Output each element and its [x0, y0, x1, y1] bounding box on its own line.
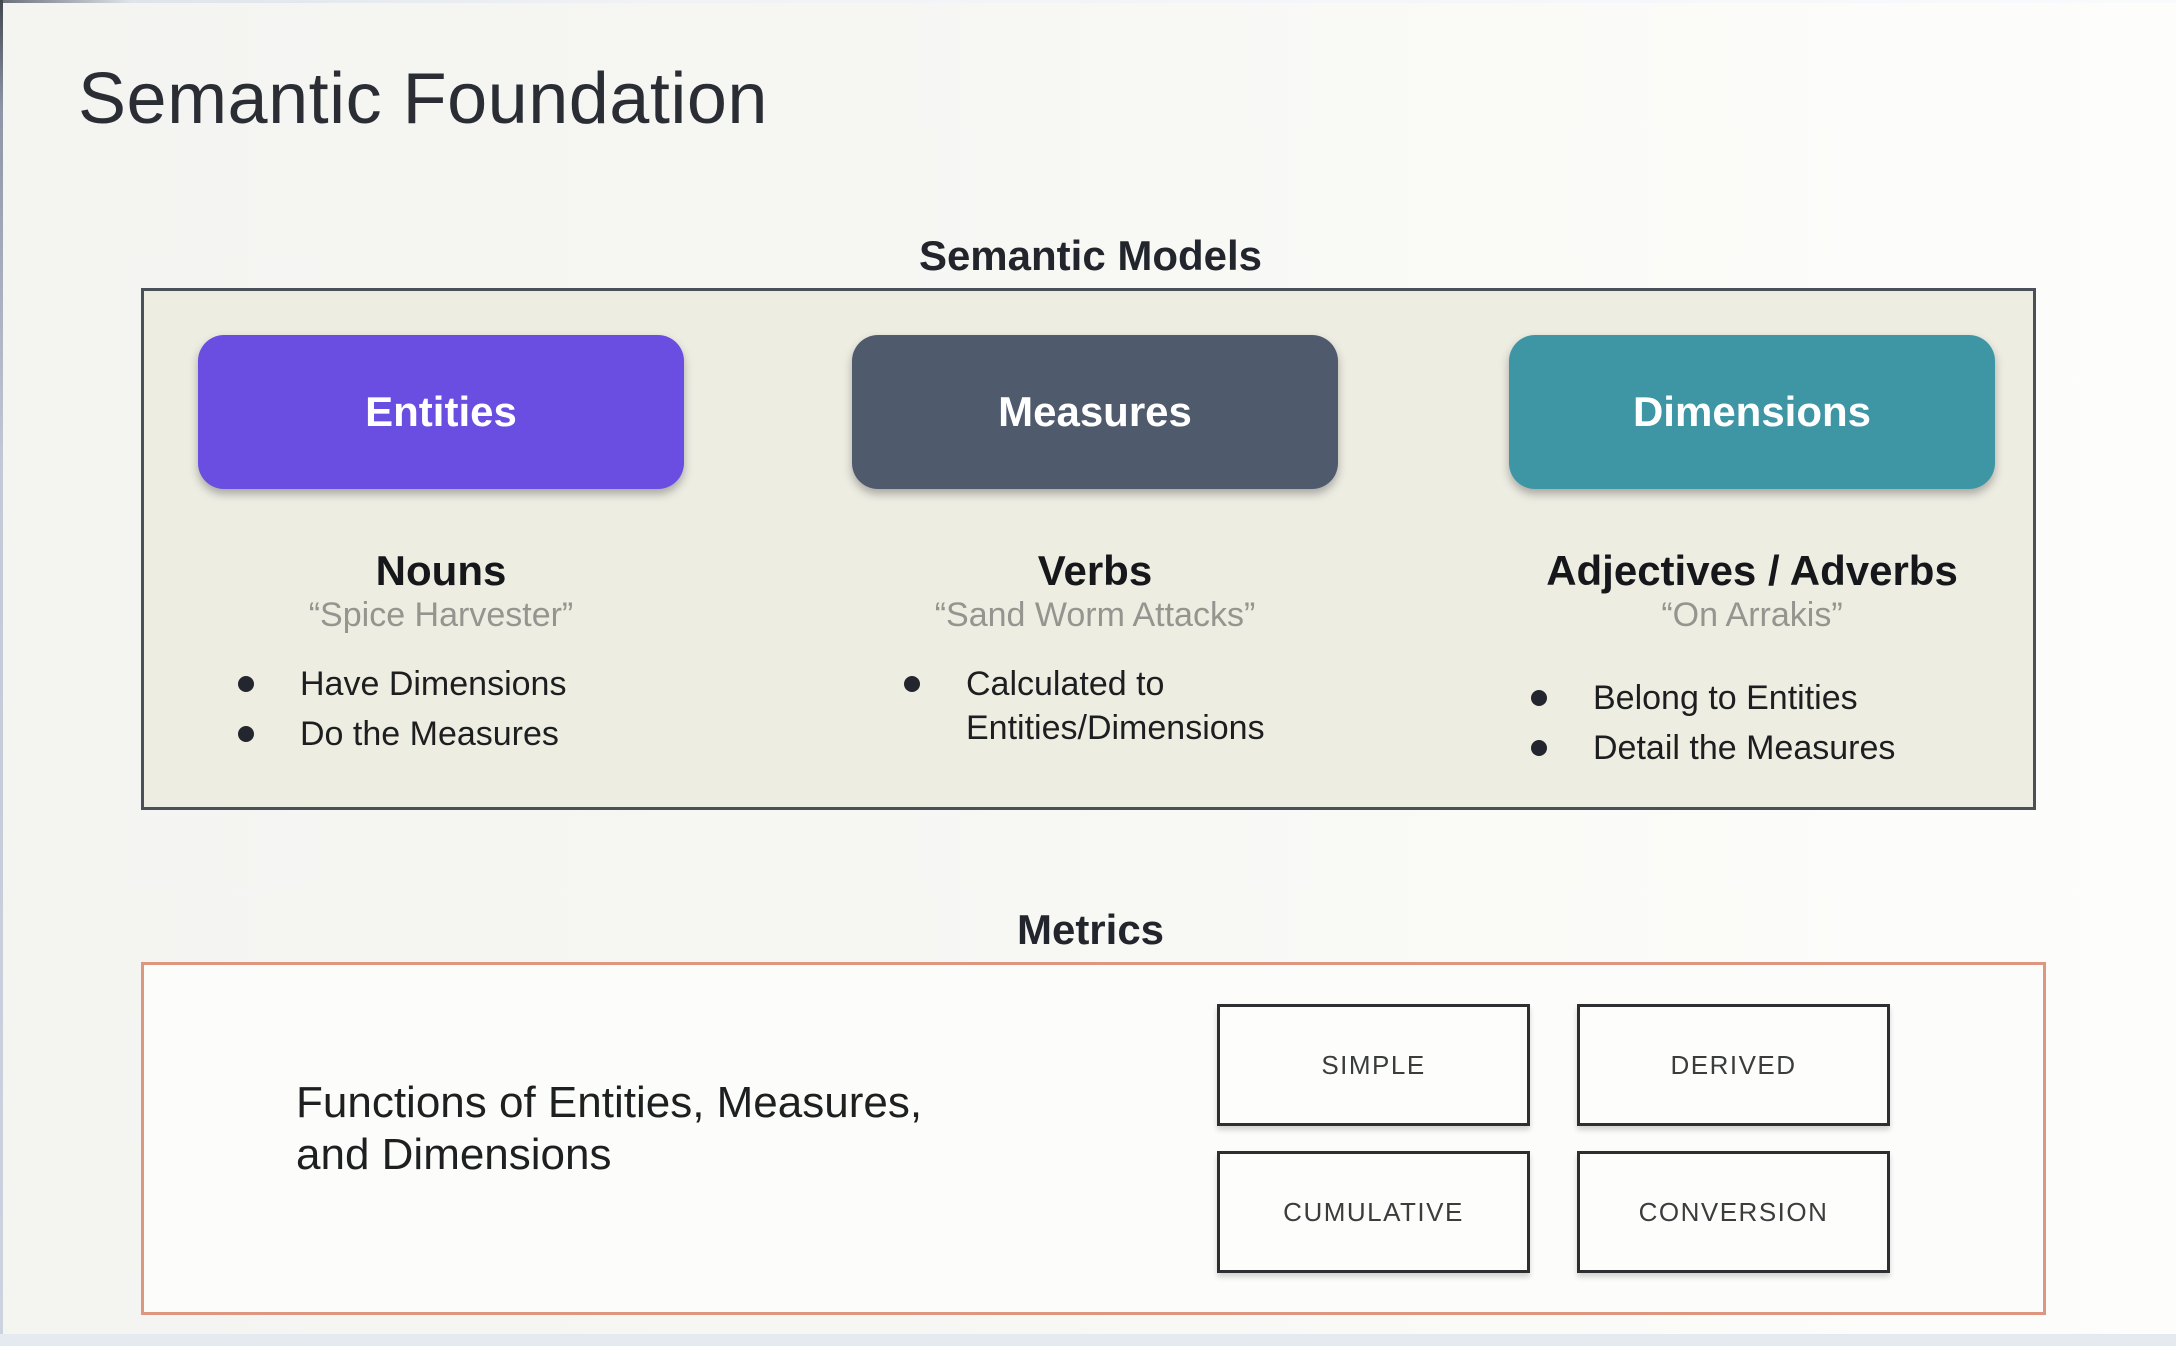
window-left-edge	[0, 0, 3, 1346]
metric-type-simple: SIMPLE	[1217, 1004, 1530, 1126]
semantic-models-heading: Semantic Models	[918, 232, 1263, 279]
metrics-description-line2: and Dimensions	[296, 1130, 612, 1179]
dimensions-bullet-list: Belong to Entities Detail the Measures	[1531, 676, 1995, 770]
bullet-text: Detail the Measures	[1593, 729, 1896, 767]
entities-column: Entities Nouns “Spice Harvester” Have Di…	[198, 335, 684, 762]
entities-quote: “Spice Harvester”	[308, 596, 574, 634]
window-top-edge	[0, 0, 2176, 3]
page-title: Semantic Foundation	[78, 59, 768, 139]
window-bottom-edge	[0, 1334, 2176, 1346]
list-item: Belong to Entities	[1531, 676, 1995, 720]
list-item: Calculated to Entities/Dimensions	[904, 662, 1338, 750]
list-item: Do the Measures	[238, 712, 684, 756]
semantic-models-panel: Entities Nouns “Spice Harvester” Have Di…	[141, 288, 2036, 810]
metrics-panel: Functions of Entities, Measures, and Dim…	[141, 962, 2046, 1315]
bullet-dot-icon	[1531, 690, 1547, 706]
bullet-dot-icon	[238, 676, 254, 692]
metrics-description-line1: Functions of Entities, Measures,	[296, 1078, 923, 1127]
metrics-description: Functions of Entities, Measures, and Dim…	[296, 1077, 922, 1181]
entities-pill: Entities	[198, 335, 684, 489]
bullet-text: Belong to Entities	[1593, 679, 1858, 717]
metrics-heading: Metrics	[1016, 906, 1165, 953]
metric-type-cumulative: CUMULATIVE	[1217, 1151, 1530, 1273]
bullet-dot-icon	[904, 676, 920, 692]
measures-column: Measures Verbs “Sand Worm Attacks” Calcu…	[852, 335, 1338, 756]
entities-bullet-list: Have Dimensions Do the Measures	[238, 662, 684, 756]
bullet-text: Do the Measures	[300, 715, 559, 753]
metric-type-derived: DERIVED	[1577, 1004, 1890, 1126]
measures-subheading: Verbs	[1037, 547, 1153, 594]
measures-quote: “Sand Worm Attacks”	[934, 596, 1256, 634]
dimensions-subheading: Adjectives / Adverbs	[1546, 547, 1958, 594]
bullet-dot-icon	[238, 726, 254, 742]
list-item: Detail the Measures	[1531, 726, 1995, 770]
bullet-text: Have Dimensions	[300, 665, 567, 703]
dimensions-quote: “On Arrakis”	[1661, 596, 1843, 634]
measures-pill: Measures	[852, 335, 1338, 489]
dimensions-pill: Dimensions	[1509, 335, 1995, 489]
measures-bullet-list: Calculated to Entities/Dimensions	[904, 662, 1338, 750]
metric-type-conversion: CONVERSION	[1577, 1151, 1890, 1273]
bullet-dot-icon	[1531, 740, 1547, 756]
dimensions-column: Dimensions Adjectives / Adverbs “On Arra…	[1509, 335, 1995, 776]
bullet-text: Calculated to Entities/Dimensions	[966, 665, 1265, 747]
entities-subheading: Nouns	[375, 547, 507, 594]
list-item: Have Dimensions	[238, 662, 684, 706]
